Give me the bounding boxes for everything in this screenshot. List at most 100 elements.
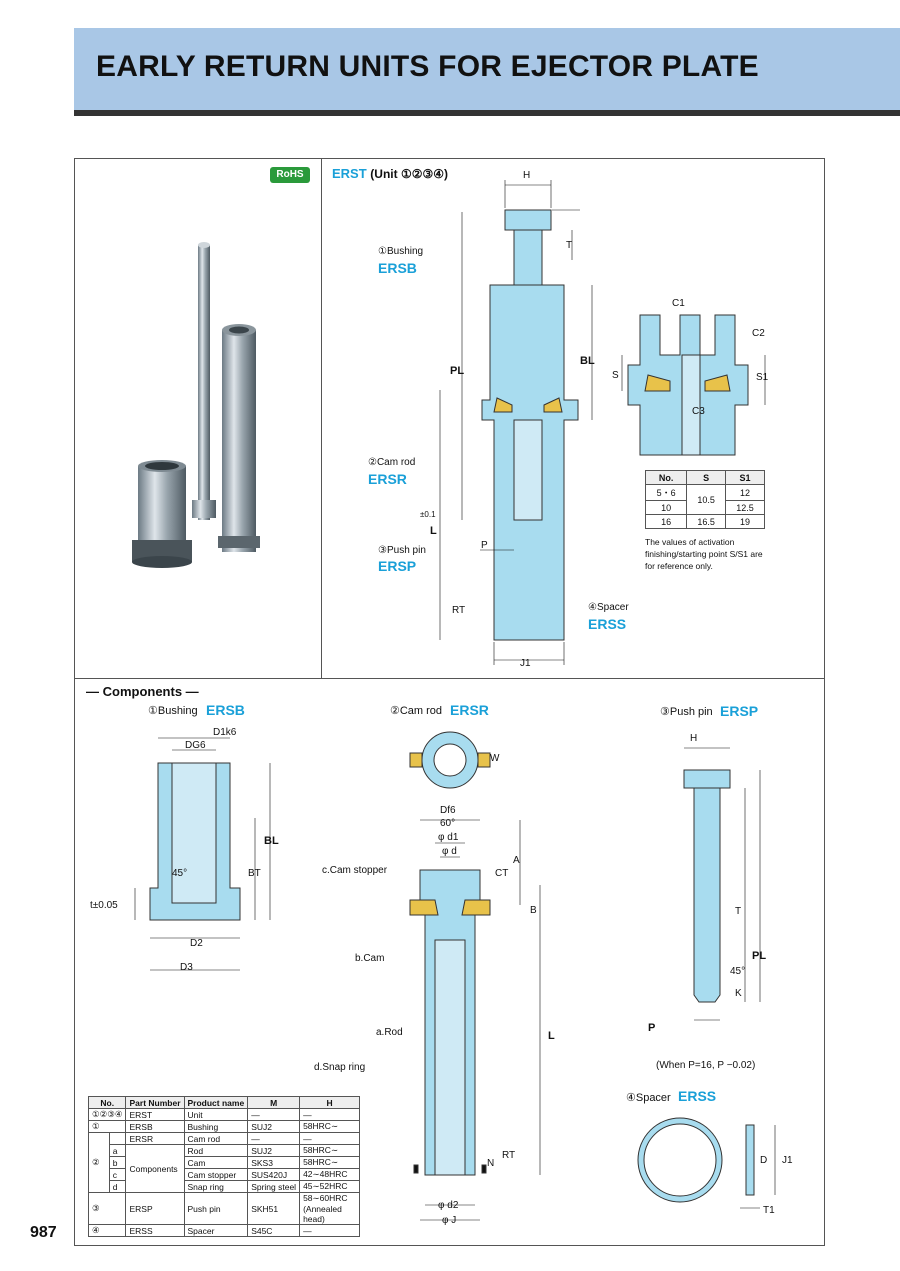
parts-no: ④ [87, 1224, 127, 1237]
spacer-code: ERSS [588, 616, 627, 632]
comp-bushing-code: ERSB [206, 702, 245, 718]
parts-h: — [299, 1108, 360, 1121]
detail-C1: C1 [672, 298, 685, 309]
parts-name: Unit [183, 1108, 249, 1121]
page-number: 987 [30, 1224, 57, 1241]
parts-no: ① [87, 1120, 127, 1133]
camrod-N: N [487, 1158, 495, 1169]
camrod-name: ②Cam rod [368, 457, 416, 468]
parts-m: Spring steel [247, 1180, 301, 1193]
s-table-cell: 16 [644, 514, 688, 529]
parts-table-header: Product name [183, 1096, 249, 1109]
parts-sub: c [108, 1168, 127, 1181]
pushpin-H: H [690, 733, 698, 744]
parts-name: Bushing [183, 1120, 249, 1133]
parts-h: 45∼52HRC [299, 1180, 360, 1193]
comp-bushing-name: ①Bushing [148, 705, 198, 717]
camrod-RT: RT [502, 1150, 516, 1161]
parts-h: 58HRC∼ [299, 1156, 360, 1169]
bushing-D3: D3 [180, 962, 193, 973]
s-table-cell: 10.5 [686, 484, 727, 515]
camrod-L: L [548, 1030, 555, 1042]
bushing-D: DG6 [185, 740, 206, 751]
column-divider [321, 158, 322, 678]
s-table-cell: 10 [644, 500, 688, 515]
spacer-drawing [637, 1117, 776, 1209]
rohs-badge: RoHS [270, 167, 310, 183]
comp-spacer-code: ERSS [678, 1088, 717, 1104]
pushpin-P: P [648, 1022, 656, 1034]
detail-C2: C2 [752, 328, 765, 339]
camrod-d2: φ d2 [438, 1200, 459, 1211]
dim-PL: PL [450, 365, 465, 377]
camrod-d1: φ d1 [438, 832, 459, 843]
unit-label: (Unit ①②③④) [370, 167, 448, 181]
dim-L-tol: ±0.1 [420, 510, 436, 519]
s-table-header: S1 [725, 470, 765, 485]
camrod-snap-ring: d.Snap ring [314, 1062, 366, 1073]
s-table-cell: 19 [725, 514, 765, 529]
parts-h: — [299, 1132, 360, 1145]
detail-C3: C3 [692, 406, 705, 417]
parts-name: Cam stopper [183, 1168, 249, 1181]
camrod-Df6: Df6 [440, 805, 456, 816]
bushing-name: ①Bushing [378, 246, 424, 257]
content-frame [74, 158, 825, 1246]
s-table-cell: 12 [725, 484, 765, 501]
parts-h: — [299, 1224, 360, 1237]
dim-J1: J1 [520, 658, 531, 669]
parts-m: SKS3 [247, 1156, 301, 1169]
comp-pushpin-code: ERSP [720, 703, 759, 719]
components-heading: — Components — [86, 684, 199, 699]
bushing-D2: D2 [190, 938, 203, 949]
camrod-B: B [530, 905, 537, 916]
parts-m: SUS420J [247, 1168, 301, 1181]
camrod-A: A [513, 855, 520, 866]
parts-table-header: M [247, 1096, 301, 1109]
camrod-W: W [490, 753, 500, 764]
dim-BL: BL [580, 355, 595, 367]
camrod-angle: 60° [440, 818, 456, 829]
s-table-header: S [686, 470, 727, 485]
title-banner [74, 28, 900, 114]
parts-no: ①②③④ [87, 1108, 127, 1121]
parts-sub: b [108, 1156, 127, 1169]
spacer-J1: J1 [782, 1155, 793, 1166]
pushpin-drawing [683, 747, 761, 1021]
detail-drawing [621, 314, 766, 456]
parts-pn: ERSR [125, 1132, 185, 1145]
comp-pushpin-name: ③Push pin [660, 706, 713, 718]
spacer-name: ④Spacer [588, 602, 629, 613]
parts-name: Snap ring [183, 1180, 249, 1193]
bushing-drawing [134, 737, 271, 971]
camrod-rod: a.Rod [376, 1027, 403, 1038]
parts-name: Push pin [183, 1192, 249, 1225]
detail-S1: S1 [756, 372, 769, 383]
pushpin-note: (When P=16, P −0.02) [656, 1060, 756, 1071]
parts-h: 58∼60HRC (Annealed head) [299, 1192, 360, 1225]
comp-spacer-name: ④Spacer [626, 1092, 671, 1104]
parts-m: SUJ2 [247, 1144, 301, 1157]
pushpin-name: ③Push pin [378, 545, 426, 556]
parts-components-label: Components [125, 1144, 185, 1193]
unit-header: ERST (Unit ①②③④) [332, 166, 448, 181]
parts-h: 58HRC∼ [299, 1144, 360, 1157]
spacer-T1: T1 [763, 1205, 775, 1216]
dim-H: H [523, 170, 531, 181]
camrod-cam: b.Cam [355, 953, 385, 964]
detail-S: S [612, 370, 619, 381]
parts-sub [108, 1132, 127, 1145]
parts-pn: ERSP [125, 1192, 185, 1225]
parts-m: SUJ2 [247, 1120, 301, 1133]
bushing-BL: BL [264, 835, 279, 847]
bushing-BT: BT [248, 868, 261, 879]
banner-shadow [74, 110, 900, 116]
dim-P: P [481, 540, 488, 551]
parts-name: Rod [183, 1144, 249, 1157]
bushing-t: t±0.05 [90, 900, 118, 911]
camrod-cam-stopper: c.Cam stopper [322, 865, 388, 876]
camrod-d: φ d [442, 846, 457, 857]
parts-name: Cam rod [183, 1132, 249, 1145]
parts-pn: ERSS [125, 1224, 185, 1237]
s-table-cell: 12.5 [725, 500, 765, 515]
